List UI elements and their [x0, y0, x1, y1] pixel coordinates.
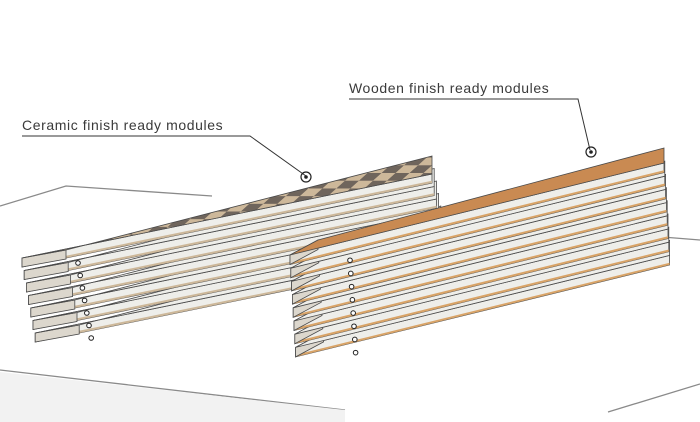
wooden-marker-ring — [585, 146, 597, 158]
wooden-panel-edge-7 — [295, 262, 670, 357]
ceramic-panel-edge-0 — [22, 180, 432, 267]
ceramic-connector-hole-1 — [77, 272, 83, 279]
floor-edge-bottom-left — [0, 369, 346, 411]
wooden-panel-edge-6 — [294, 249, 669, 344]
wooden-connector-hole-3 — [349, 297, 356, 303]
wooden-connector-hole-1 — [348, 270, 354, 277]
wooden-panel-edge-3 — [292, 209, 667, 305]
ceramic-connector-hole-6 — [88, 335, 94, 341]
ceramic-leader-line — [22, 135, 307, 177]
wooden-panel-edge-0 — [290, 170, 664, 265]
wooden-connector-hole-6 — [352, 336, 358, 343]
wooden-leader-line — [349, 98, 591, 151]
ceramic-panel-top-1 — [24, 167, 435, 271]
ceramic-callout-label: Ceramic finish ready modules — [22, 117, 224, 133]
wooden-panel-edge-4 — [293, 223, 668, 318]
wooden-module-stack — [289, 147, 670, 358]
wooden-callout-label: Wooden finish ready modules — [349, 80, 550, 96]
ceramic-marker-dot — [304, 175, 308, 179]
wooden-panel-edge-2 — [291, 196, 666, 291]
floor-edge-left — [0, 185, 213, 207]
ceramic-marker-ring — [300, 171, 312, 183]
wooden-connector-hole-5 — [351, 323, 357, 330]
floor-edge-bottom-right — [607, 383, 700, 413]
ceramic-connector-hole-5 — [86, 322, 92, 329]
ceramic-connector-hole-4 — [84, 310, 90, 316]
ceramic-panel-edge-1 — [24, 193, 435, 280]
wooden-connector-hole-4 — [350, 310, 357, 316]
wooden-connector-hole-2 — [348, 283, 355, 290]
leader-markers — [300, 146, 597, 183]
floor-shadow-left — [0, 372, 345, 422]
ceramic-panel-top-2 — [26, 180, 437, 284]
ceramic-connector-hole-3 — [81, 297, 88, 304]
wooden-panel-edge-5 — [294, 236, 668, 331]
ceramic-panel-edge-2 — [26, 205, 437, 292]
ceramic-panel-top-3 — [28, 192, 440, 296]
ceramic-connector-hole-2 — [79, 285, 86, 291]
leader-lines — [22, 98, 591, 177]
wooden-panel-top-0 — [289, 147, 665, 256]
wooden-connector-hole-0 — [347, 257, 353, 264]
wooden-connector-hole-7 — [352, 349, 359, 356]
wooden-marker-dot — [589, 150, 593, 154]
ceramic-panel-top-0 — [21, 155, 433, 259]
wooden-panel-edge-1 — [290, 183, 665, 278]
ceramic-connector-hole-0 — [75, 260, 81, 266]
